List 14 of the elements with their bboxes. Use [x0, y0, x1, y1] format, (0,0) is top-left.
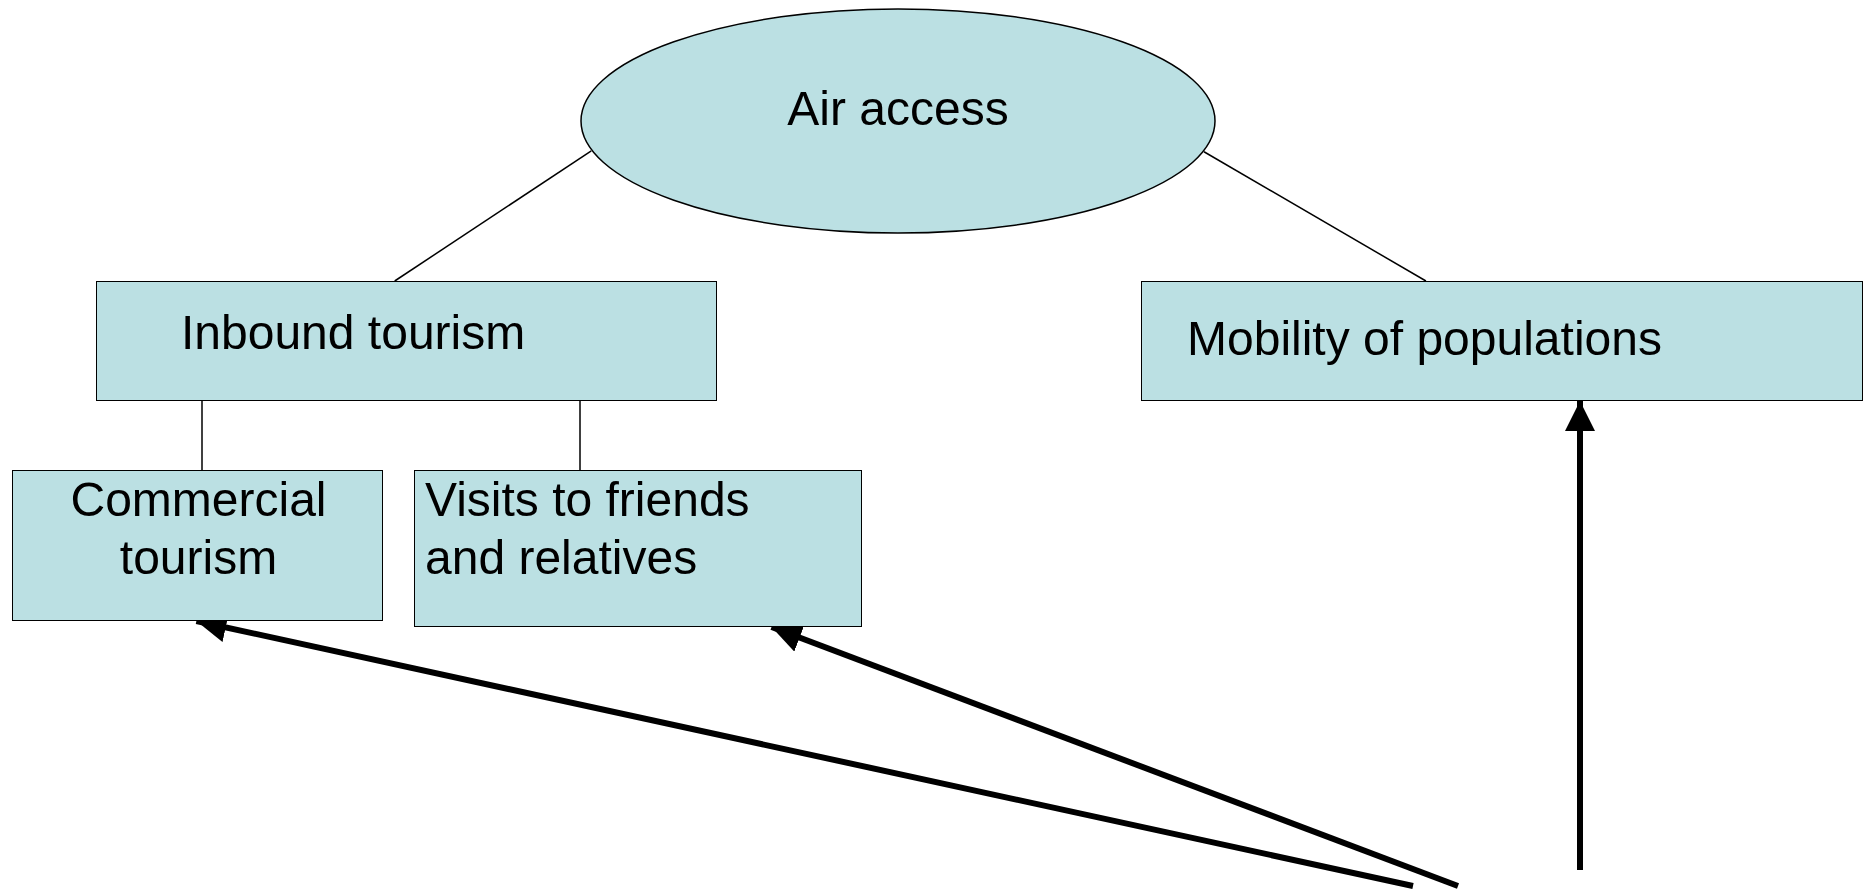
connector-line	[393, 150, 593, 282]
process-box	[414, 470, 862, 627]
node-label: Inbound tourism	[181, 305, 526, 361]
process-box	[1141, 281, 1863, 401]
node-label: Visits to friends and relatives	[425, 472, 751, 586]
process-box	[12, 470, 383, 621]
node-label: Mobility of populations	[1187, 311, 1662, 367]
node-label: Commercial tourism	[69, 472, 328, 586]
node-label: Air access	[786, 81, 1010, 137]
connector-line	[1203, 151, 1427, 282]
connector-line	[201, 400, 203, 471]
arrow	[1565, 401, 1595, 870]
process-box	[96, 281, 717, 401]
connector-line	[579, 400, 581, 471]
